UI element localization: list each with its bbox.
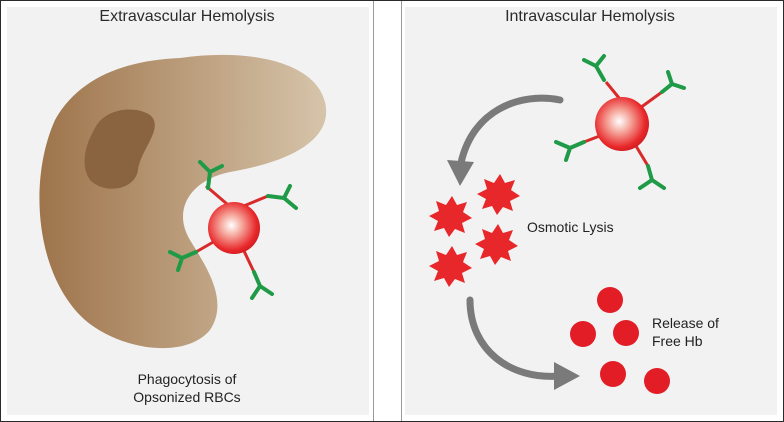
free-hb-dot <box>570 321 596 347</box>
lysed-cells <box>429 174 520 287</box>
release-hb-label: Release of Free Hb <box>652 314 719 350</box>
phagocytosis-caption-line1: Phagocytosis of <box>137 371 237 387</box>
free-hb-dot <box>613 320 639 346</box>
antibody-icon <box>250 270 274 300</box>
osmotic-lysis-label: Osmotic Lysis <box>527 219 614 235</box>
lysed-rbc-starburst <box>429 246 472 287</box>
antibody-icon <box>582 54 606 82</box>
release-arrow-icon <box>466 296 564 380</box>
free-hb-dots <box>570 287 670 394</box>
antibody-icon <box>638 164 666 190</box>
lysis-arrowhead-icon <box>447 160 474 186</box>
macrophage-cell <box>39 54 327 349</box>
free-hb-dot <box>600 361 626 387</box>
release-hb-line1: Release of <box>652 315 719 331</box>
antibody-icon <box>660 70 686 94</box>
free-hb-dot <box>597 287 623 313</box>
free-hb-dot <box>644 368 670 394</box>
panel-divider <box>373 1 374 421</box>
lysis-arrow-icon <box>456 94 564 172</box>
release-hb-line2: Free Hb <box>652 333 703 349</box>
antibody-icon <box>168 250 198 272</box>
lysed-rbc-starburst <box>475 224 518 265</box>
phagocytosis-caption: Phagocytosis of Opsonized RBCs <box>112 370 262 406</box>
lysed-rbc-starburst <box>477 174 520 215</box>
release-arrowhead-icon <box>554 362 580 390</box>
antibody-icon <box>554 140 586 162</box>
circulating-rbc <box>583 81 663 167</box>
intravascular-panel <box>405 7 777 415</box>
panel-divider-secondary <box>401 1 402 421</box>
antibody-icon <box>198 160 224 190</box>
antibody-icon <box>266 184 298 210</box>
extravascular-title: Extravascular Hemolysis <box>99 8 275 25</box>
opsonized-rbc <box>195 184 269 273</box>
lysed-rbc-starburst <box>429 196 472 237</box>
macrophage-nucleus <box>84 109 155 189</box>
phagocytosis-caption-line2: Opsonized RBCs <box>133 389 241 405</box>
intravascular-title: Intravascular Hemolysis <box>505 8 675 25</box>
